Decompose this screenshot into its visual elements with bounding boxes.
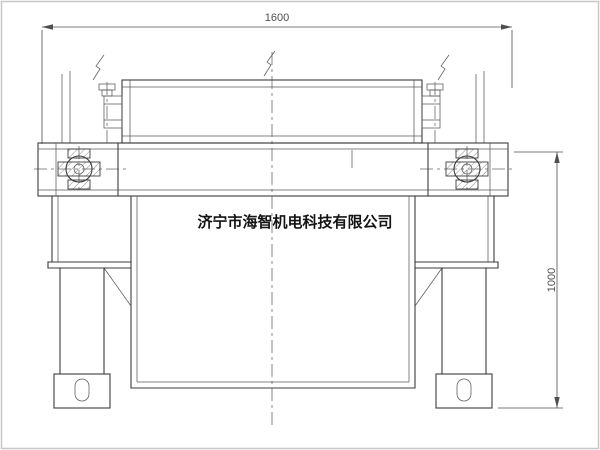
bearing-right: [445, 148, 489, 190]
housing-body: [47, 195, 499, 389]
arrow-left-icon: [42, 24, 53, 30]
leg-right: [435, 267, 493, 409]
arrow-up-icon: [554, 152, 560, 163]
dimension-top: 1600: [41, 12, 513, 144]
left-foot-slot: [74, 378, 90, 402]
arrow-down-icon: [554, 397, 560, 408]
bearing-beam: [37, 142, 509, 197]
dimension-right: 1000: [498, 151, 563, 409]
right-shaft-end: [421, 95, 441, 129]
left-bearing-icon: [65, 155, 93, 183]
right-dimension-label: 1000: [546, 268, 558, 292]
right-bearing-icon: [453, 155, 481, 183]
roller-assembly: [98, 79, 444, 144]
watermark-text: 济宁市海智机电科技有限公司: [197, 213, 392, 231]
left-foot: [53, 373, 111, 409]
right-foot-slot: [456, 378, 472, 402]
left-shaft-end: [103, 95, 123, 129]
right-gusset: [414, 267, 443, 307]
bearing-left: [57, 148, 101, 190]
right-foot: [435, 373, 493, 409]
top-dimension-label: 1600: [265, 12, 289, 24]
arrow-right-icon: [501, 24, 512, 30]
left-gusset: [103, 267, 132, 307]
break-marks: [61, 50, 485, 143]
leg-left: [53, 267, 111, 409]
